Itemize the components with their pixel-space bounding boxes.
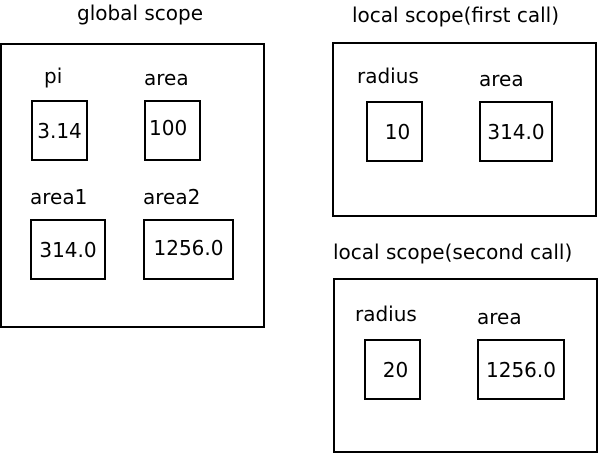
var-value-radius-first: 10 <box>366 101 423 162</box>
var-name-area-second: area <box>477 305 522 329</box>
var-value-area: 100 <box>144 100 201 161</box>
global-scope-frame <box>0 43 265 328</box>
var-value-area-second: 1256.0 <box>477 339 565 400</box>
var-value-area2: 1256.0 <box>143 219 234 280</box>
var-name-pi: pi <box>44 64 63 88</box>
var-name-radius-second: radius <box>355 302 417 326</box>
var-name-area-first: area <box>479 67 524 91</box>
var-value-area-first: 314.0 <box>479 101 553 162</box>
var-value-pi: 3.14 <box>31 100 88 161</box>
var-value-radius-second: 20 <box>364 339 421 400</box>
var-name-radius-first: radius <box>357 64 419 88</box>
local-scope-second-frame <box>333 278 598 453</box>
var-name-area2: area2 <box>143 185 201 209</box>
global-scope-title: global scope <box>77 1 204 25</box>
local-scope-second-title: local scope(second call) <box>333 240 573 264</box>
var-name-area: area <box>144 66 189 90</box>
local-scope-first-title: local scope(first call) <box>352 3 560 27</box>
var-name-area1: area1 <box>30 185 88 209</box>
var-value-area1: 314.0 <box>30 219 106 280</box>
